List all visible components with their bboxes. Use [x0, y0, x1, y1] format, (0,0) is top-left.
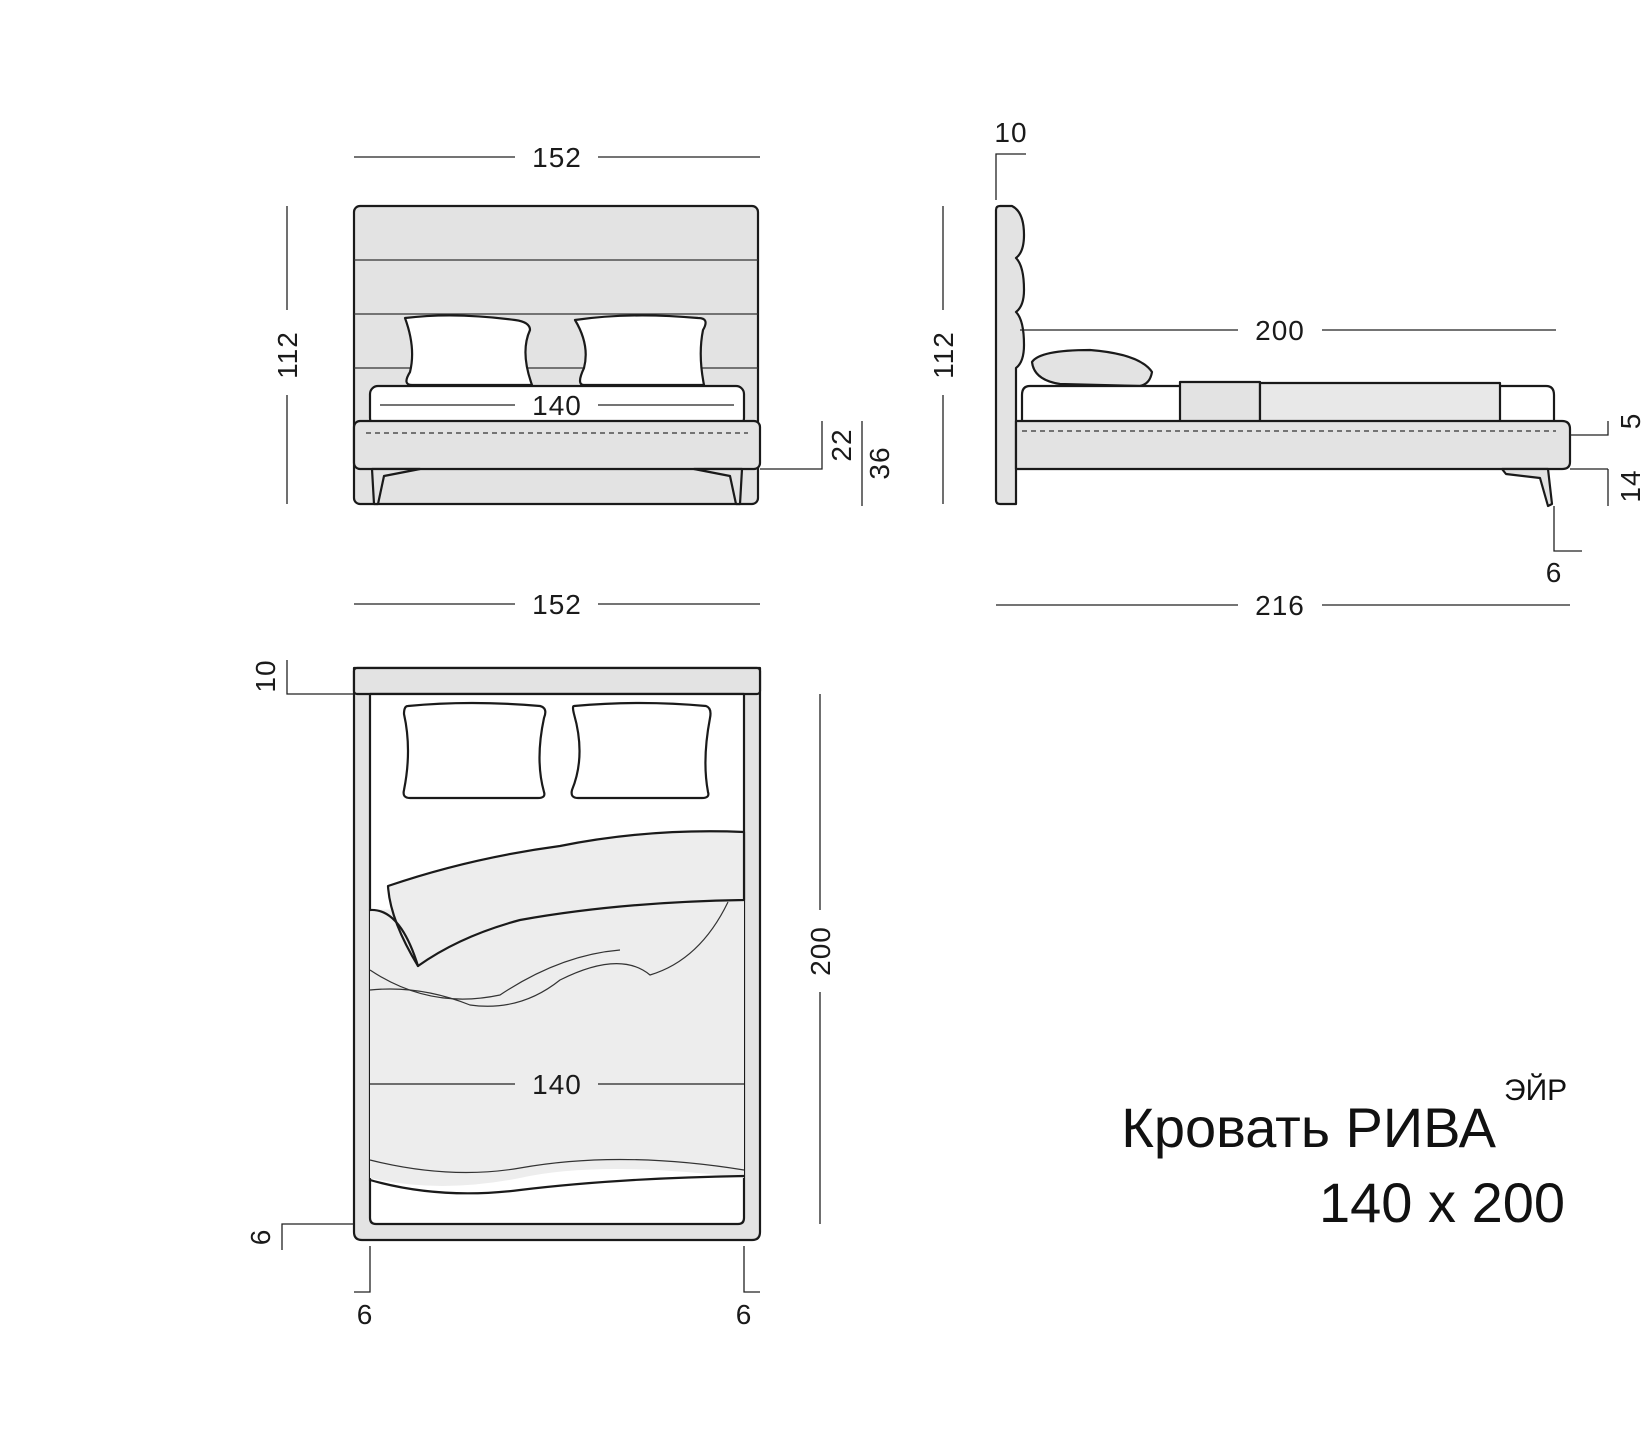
side-length-inner-label: 200	[1255, 315, 1305, 346]
side-blanket	[1258, 381, 1502, 424]
front-width-label: 152	[532, 142, 582, 173]
side-headboard	[994, 204, 1026, 506]
top-view: 152 10 200 140 6 6 6	[245, 589, 836, 1330]
side-headboard-thickness-label: 10	[994, 117, 1027, 148]
product-title-block: Кровать РИВА ЭЙР 140 x 200	[1121, 1073, 1567, 1234]
side-height-label: 112	[928, 331, 959, 379]
side-pillow	[1030, 348, 1154, 388]
front-view: 152 112 140 22 36	[272, 142, 895, 506]
front-height-label: 112	[272, 331, 303, 379]
side-mattress-offset-label: 5	[1615, 413, 1646, 430]
top-left-rail-label: 6	[357, 1299, 374, 1330]
side-leg-offset-label: 6	[1546, 557, 1563, 588]
product-title: Кровать РИВА	[1121, 1096, 1496, 1159]
side-blanket-fold	[1178, 380, 1262, 424]
side-leg	[1500, 467, 1554, 508]
front-frame	[352, 419, 762, 471]
top-blanket	[370, 900, 744, 1186]
side-leg-height-label: 14	[1615, 469, 1646, 502]
side-view: 10 112 200 5 14 6 216	[928, 117, 1646, 621]
top-pillow-right	[570, 701, 712, 800]
front-frame-height-label: 22	[826, 428, 857, 461]
front-mattress-width-label: 140	[532, 390, 582, 421]
product-size: 140 x 200	[1319, 1171, 1565, 1234]
top-length-label: 200	[805, 926, 836, 976]
top-pillow-left	[402, 701, 547, 800]
front-pillow-left	[403, 314, 534, 387]
front-pillow-right	[573, 314, 707, 387]
top-headboard-depth-label: 10	[250, 659, 281, 692]
top-right-rail-label: 6	[736, 1299, 753, 1330]
top-side-rail-label: 6	[245, 1229, 276, 1246]
front-leg-left	[370, 467, 422, 506]
top-width-label: 152	[532, 589, 582, 620]
side-length-overall-label: 216	[1255, 590, 1305, 621]
side-frame	[1014, 419, 1572, 471]
top-headboard	[352, 666, 762, 696]
top-inner-width-label: 140	[532, 1069, 582, 1100]
product-superscript: ЭЙР	[1504, 1073, 1567, 1107]
front-leg-height-label: 36	[864, 446, 895, 479]
front-leg-right	[692, 467, 744, 506]
